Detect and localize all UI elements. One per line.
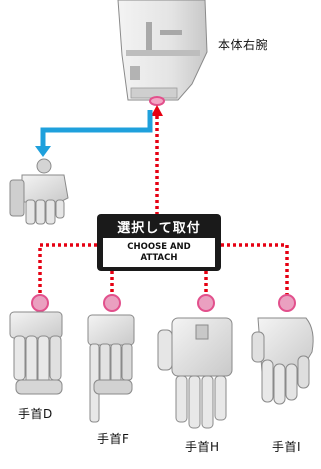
attached-hand-preview bbox=[9, 158, 69, 225]
attach-arrow bbox=[35, 110, 153, 157]
hand-i-illustration bbox=[251, 317, 314, 405]
choose-and-attach-box: 選択して取付 CHOOSE AND ATTACH bbox=[97, 214, 221, 271]
robot-arm-part bbox=[117, 0, 208, 101]
hand-h-label: 手首H bbox=[185, 440, 220, 454]
hand-d-label: 手首D bbox=[18, 407, 53, 421]
hand-f-joint-marker bbox=[103, 294, 121, 312]
hand-f-illustration bbox=[87, 314, 135, 423]
arm-joint-marker bbox=[149, 96, 165, 106]
dotted-connector-branches bbox=[38, 243, 289, 298]
hand-d-illustration bbox=[9, 311, 63, 395]
choose-and-attach-en-panel: CHOOSE AND ATTACH bbox=[103, 238, 215, 267]
choose-and-attach-jp-label: 選択して取付 bbox=[117, 221, 201, 236]
choose-and-attach-en-label: CHOOSE AND ATTACH bbox=[127, 241, 191, 263]
hand-i-label: 手首I bbox=[272, 440, 302, 454]
hand-f-label: 手首F bbox=[97, 432, 130, 446]
body-right-arm-label: 本体右腕 bbox=[218, 38, 269, 52]
up-arrow-head bbox=[151, 105, 163, 116]
hand-h-illustration bbox=[157, 317, 233, 429]
hand-d-joint-marker bbox=[31, 294, 49, 312]
hand-h-joint-marker bbox=[197, 294, 215, 312]
hand-i-joint-marker bbox=[278, 294, 296, 312]
